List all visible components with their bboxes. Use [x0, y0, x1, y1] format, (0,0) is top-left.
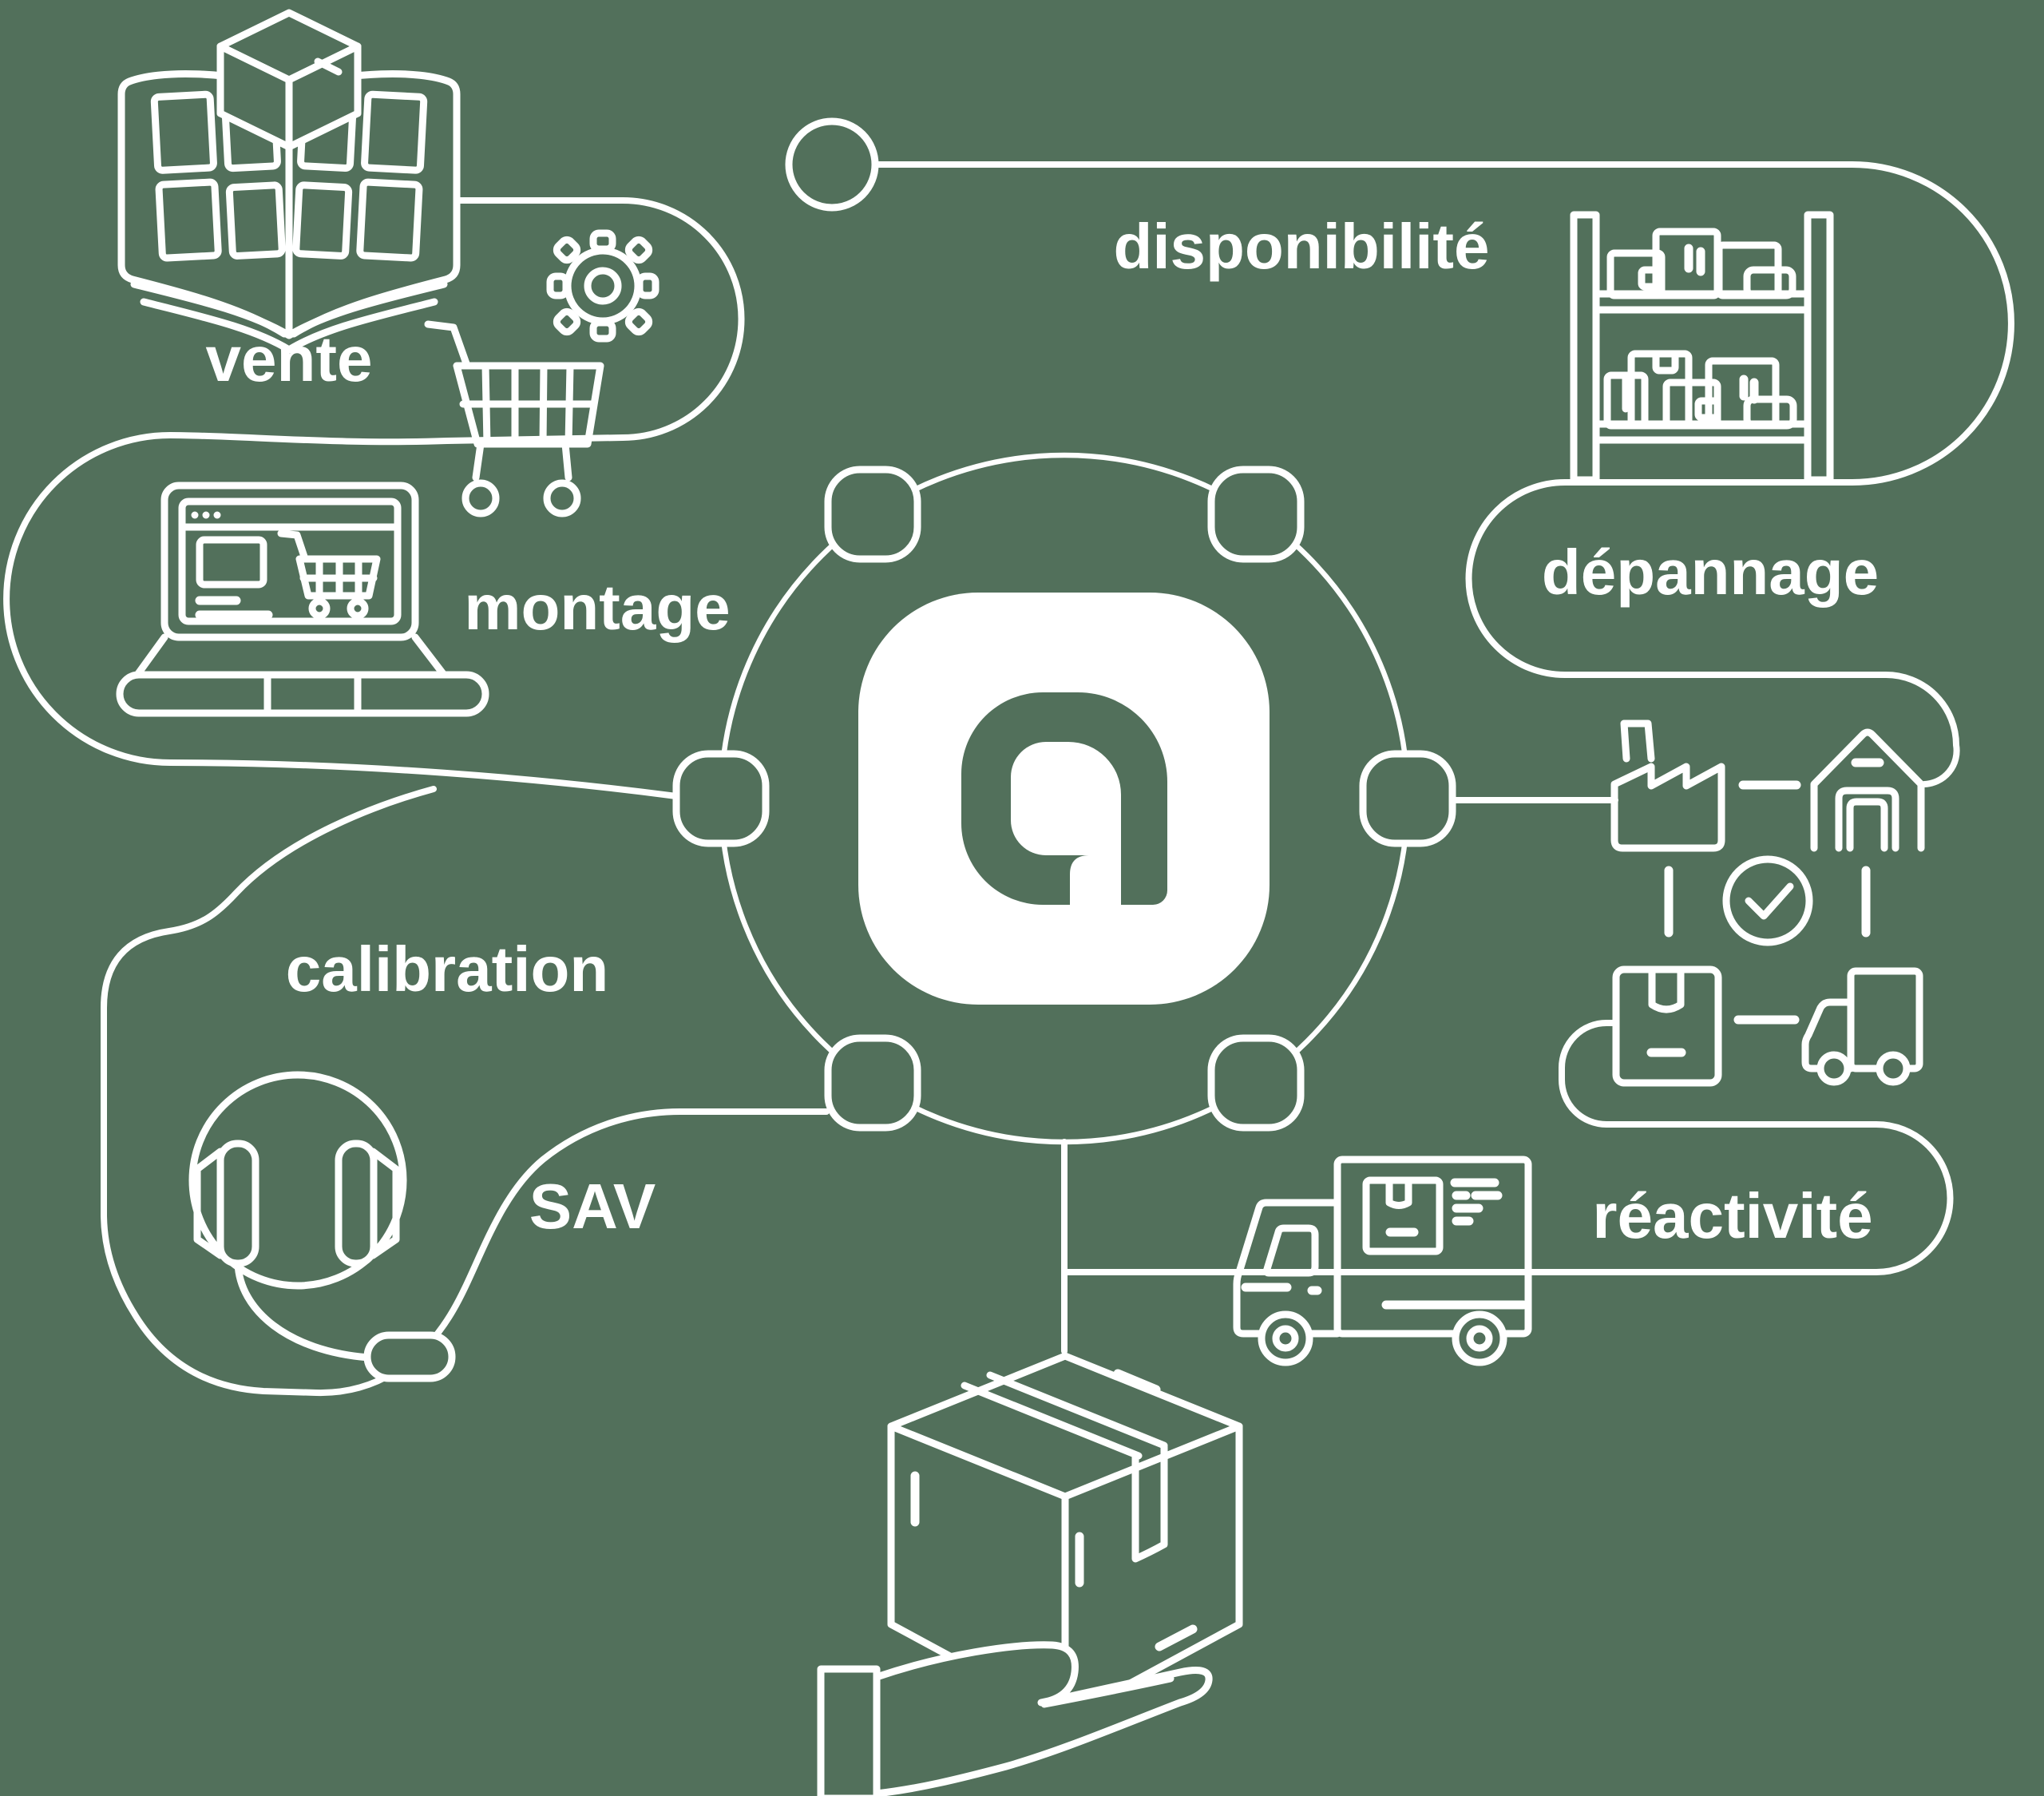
label-depannage: dépannage	[1542, 537, 1879, 608]
ring-node-top-right	[1207, 466, 1305, 563]
connector-disponibilite-depannage	[872, 161, 2014, 787]
label-calibration: calibration	[286, 934, 609, 1005]
headset-icon	[188, 1071, 456, 1382]
parcel-box-icon	[1612, 965, 1722, 1087]
label-disponibilite: disponibilité	[1113, 211, 1489, 282]
ring-node-top-left	[824, 466, 921, 563]
logo-letter-notch	[1070, 855, 1121, 905]
connector-reactivite	[1064, 1020, 1954, 1275]
catalog-book-icon	[117, 9, 461, 354]
connector-vente-montage	[3, 197, 745, 799]
screen-cart-icon	[277, 529, 381, 620]
label-reactivite: réactivité	[1592, 1180, 1872, 1251]
storage-shelf-icon	[1570, 211, 1834, 484]
label-vente: vente	[206, 323, 373, 394]
logo-letter-counter	[1011, 742, 1121, 855]
warehouse-icon	[1810, 728, 1925, 852]
ring-node-bottom-right	[1207, 1034, 1305, 1132]
laptop-icon	[116, 482, 489, 717]
label-montage: montage	[464, 572, 730, 643]
ring-node-left	[672, 750, 770, 847]
connector-calibration-sav	[101, 786, 830, 1397]
factory-icon	[1610, 720, 1725, 852]
gear-icon	[546, 229, 660, 343]
ring-node-right	[1359, 750, 1456, 847]
line-start-node	[785, 117, 879, 212]
connector-lines	[3, 117, 2014, 1397]
cube-icon	[216, 9, 362, 151]
ring-node-bottom-left	[824, 1034, 921, 1132]
quality-check-icon	[1722, 855, 1813, 946]
brand-logo	[858, 593, 1270, 1005]
hand-shape	[873, 1641, 1213, 1796]
small-truck-icon	[1801, 967, 1923, 1086]
hand-delivery-icon	[817, 1352, 1243, 1796]
shopping-cart-icon	[424, 320, 604, 517]
hand-cuff	[817, 1665, 881, 1796]
labels: vente montage disponibilité dépannage ca…	[206, 211, 1880, 1251]
delivery-truck-icon	[1233, 1156, 1532, 1366]
label-sav: SAV	[529, 1171, 656, 1242]
central-ring	[672, 452, 1456, 1145]
